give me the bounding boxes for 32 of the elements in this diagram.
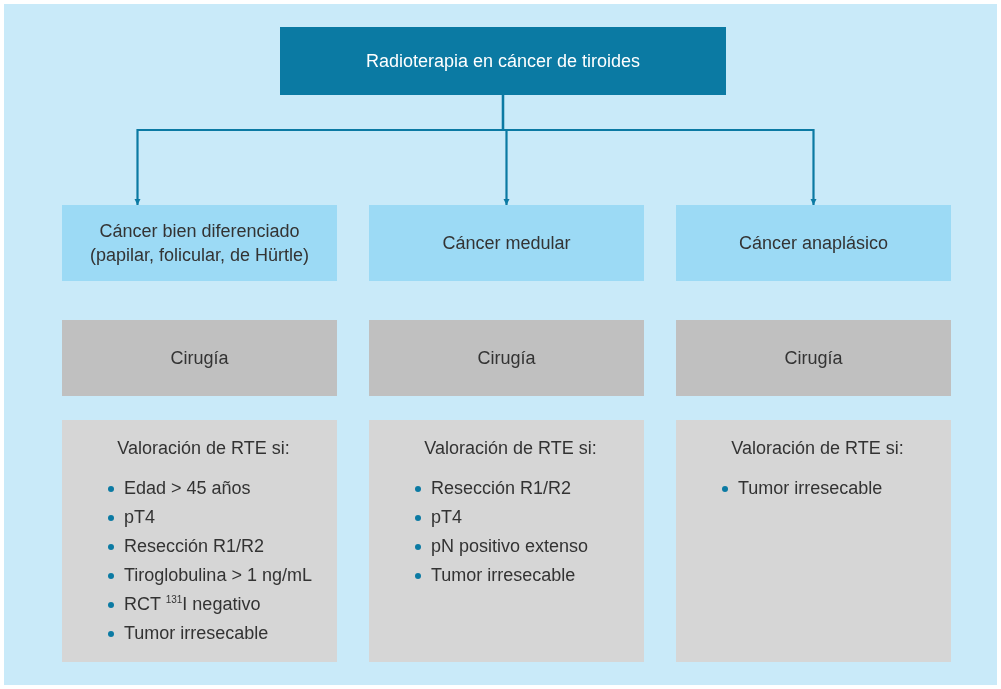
- bullet-item: Tiroglobulina > 1 ng/mL: [124, 564, 312, 588]
- bullet-item: Tumor irresecable: [124, 622, 269, 646]
- bullet-item: Tumor irresecable: [431, 564, 576, 588]
- bullet-item: Resección R1/R2: [431, 477, 572, 501]
- bullet-item: Resección R1/R2: [124, 535, 265, 559]
- node-label: Cáncer medular: [442, 231, 571, 255]
- box-heading: Valoración de RTE si:: [424, 437, 597, 460]
- process-box: [369, 320, 644, 396]
- box-heading: Valoración de RTE si:: [731, 437, 904, 460]
- bullet-item: pT4: [431, 506, 463, 530]
- process-box: [62, 320, 337, 396]
- bullet-item: RCT $^{131}$I negativo: [124, 593, 261, 617]
- node-label: Cirugía: [477, 346, 536, 370]
- bullet-item: pN positivo extenso: [431, 535, 589, 559]
- node-label: Cáncer anaplásico: [738, 231, 889, 255]
- category-box: [369, 205, 644, 281]
- node-label: Cirugía: [170, 346, 229, 370]
- category-box: [62, 205, 337, 281]
- process-box: [676, 320, 951, 396]
- title-box: [280, 27, 726, 95]
- node-label: Cirugía: [784, 346, 843, 370]
- bullet-item: Edad > 45 años: [124, 477, 251, 501]
- node-label: Cáncer bien diferenciado (papilar, folicular, de Hürtle): [88, 219, 311, 267]
- category-box: [676, 205, 951, 281]
- box-heading: Valoración de RTE si:: [117, 437, 290, 460]
- criteria-box: [676, 420, 951, 662]
- criteria-box: [369, 420, 644, 662]
- bullet-item: pT4: [124, 506, 156, 530]
- node-label: Radioterapia en cáncer de tiroides: [365, 49, 641, 73]
- criteria-box: [62, 420, 337, 662]
- bullet-item: Tumor irresecable: [738, 477, 883, 501]
- arrow: [501, 95, 817, 205]
